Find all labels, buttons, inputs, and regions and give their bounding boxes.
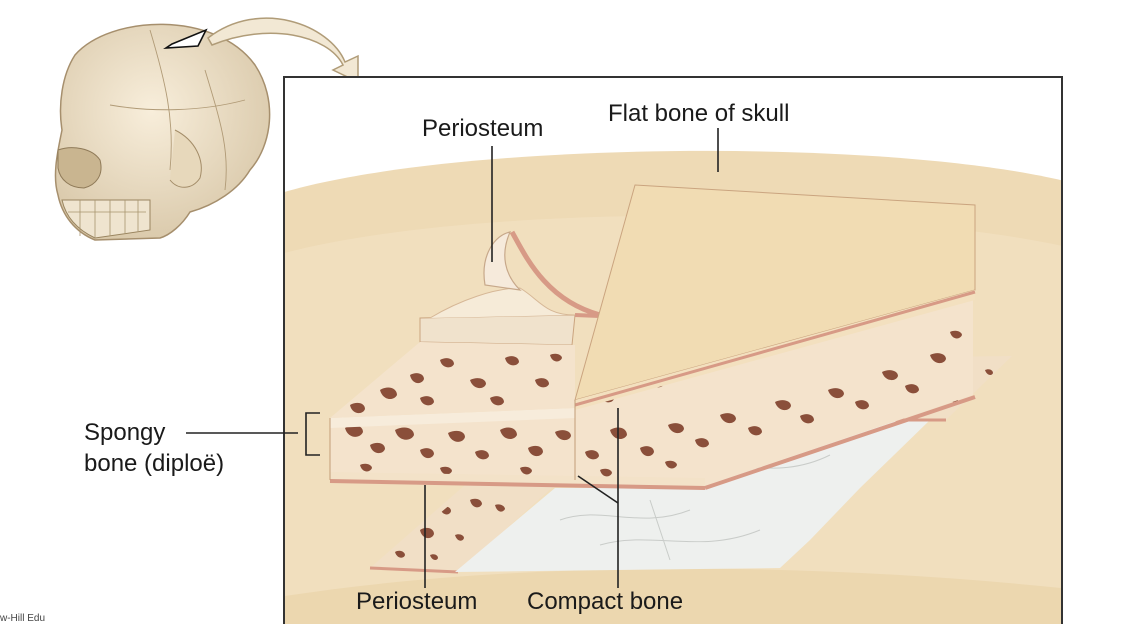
label-spongy-line1: Spongy [84,419,166,446]
label-spongy-line2: bone (diploë) [84,450,225,477]
label-periosteum-bottom: Periosteum [356,588,478,615]
label-flat-bone-of-skull: Flat bone of skull [608,100,790,127]
leader-lines [186,128,719,588]
credit-text: w-Hill Edu [0,613,46,624]
label-periosteum-top: Periosteum [422,115,544,142]
skull-region-marker-icon [163,28,208,49]
label-compact-bone: Compact bone [527,588,684,615]
detail-frame [283,76,1063,624]
bone-cross-section [284,77,1062,624]
skull-illustration [54,23,271,241]
